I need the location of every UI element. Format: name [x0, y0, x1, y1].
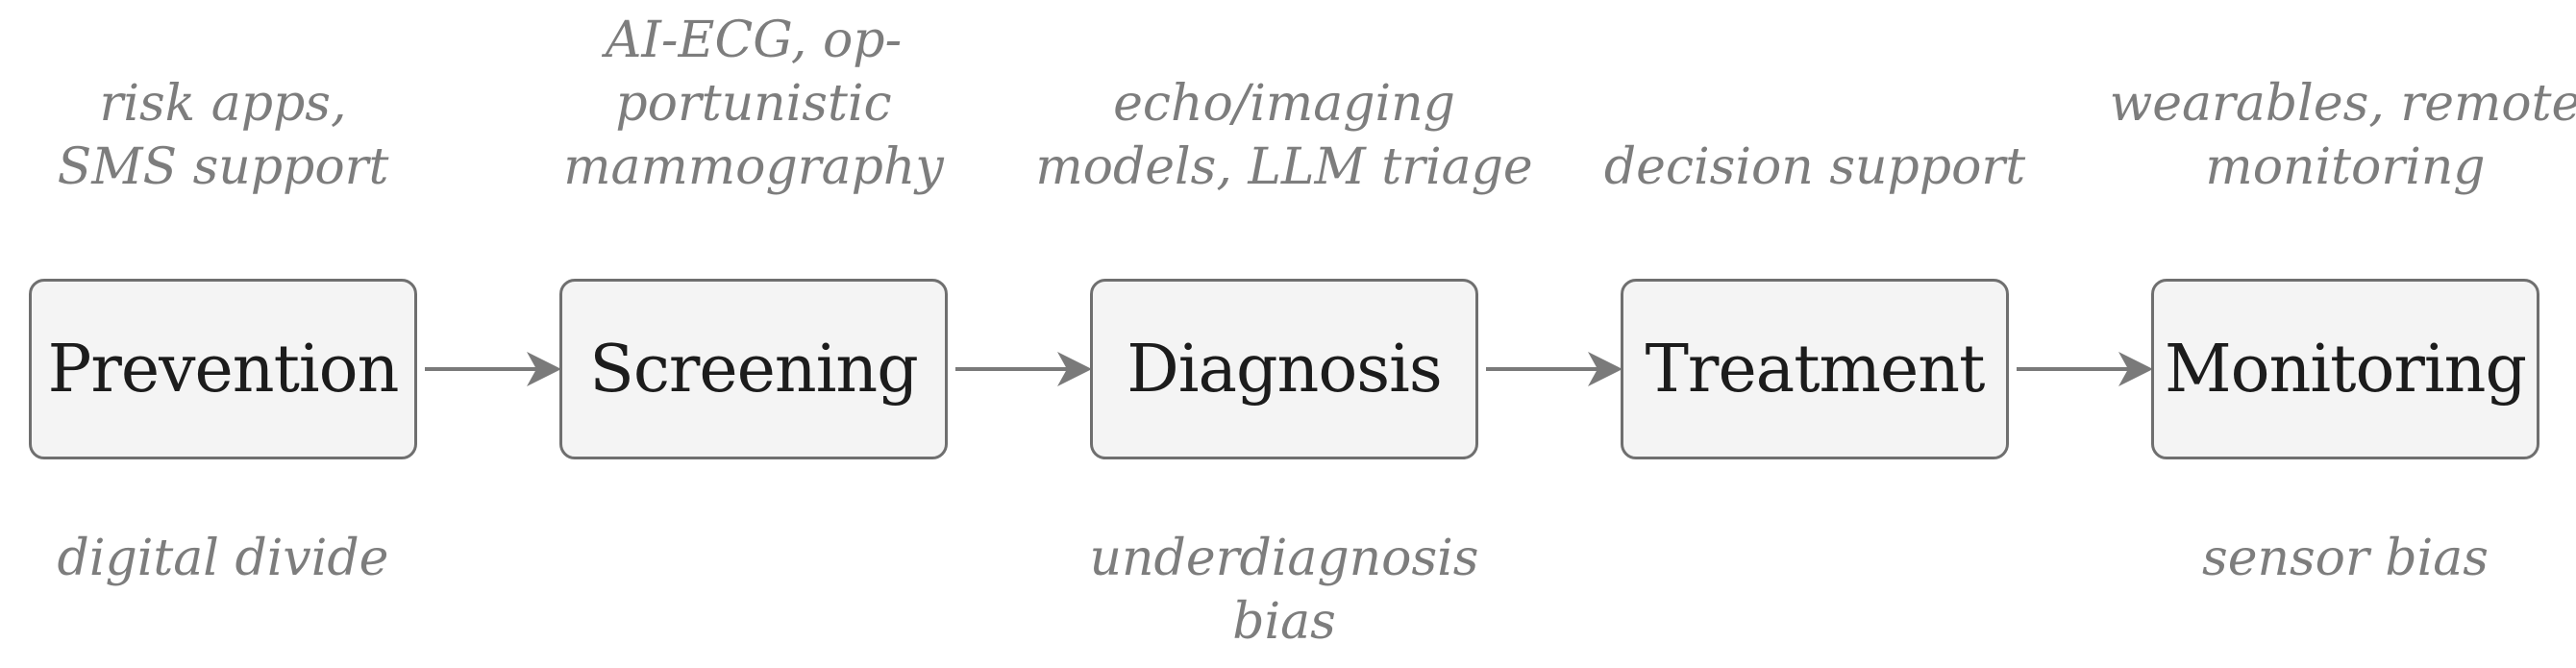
note-line: echo/imaging: [1113, 75, 1455, 133]
arrow-treatment-to-monitoring: [2017, 352, 2153, 386]
tools-note-diagnosis: echo/imaging models, LLM triage: [1015, 72, 1553, 199]
stage-box-monitoring: Monitoring: [2151, 279, 2539, 459]
note-line: digital divide: [57, 530, 389, 587]
note-line: portunistic: [615, 75, 892, 133]
tools-note-screening: AI-ECG, op- portunistic mammography: [484, 9, 1023, 199]
arrow-diagnosis-to-treatment: [1486, 352, 1622, 386]
stage-label: Treatment: [1645, 331, 1986, 408]
arrow-screening-to-diagnosis: [955, 352, 1092, 386]
stage-box-prevention: Prevention: [29, 279, 417, 459]
note-line: AI-ECG, op-: [605, 12, 903, 69]
risks-note-prevention: digital divide: [0, 527, 492, 590]
note-line: SMS support: [57, 138, 389, 196]
note-line: bias: [1232, 593, 1336, 651]
note-line: monitoring: [2205, 138, 2486, 196]
tools-note-prevention: risk apps, SMS support: [0, 72, 492, 199]
stage-label: Prevention: [47, 331, 400, 408]
stage-box-diagnosis: Diagnosis: [1090, 279, 1478, 459]
note-line: underdiagnosis: [1089, 530, 1479, 587]
stage-label: Diagnosis: [1127, 331, 1443, 408]
risks-note-diagnosis: underdiagnosis bias: [1015, 527, 1553, 654]
stage-label: Monitoring: [2165, 331, 2527, 408]
tools-note-monitoring: wearables, remote monitoring: [2076, 72, 2576, 199]
note-line: sensor bias: [2202, 530, 2489, 587]
arrow-prevention-to-screening: [425, 352, 561, 386]
stage-label: Screening: [589, 331, 919, 408]
risks-note-monitoring: sensor bias: [2076, 527, 2576, 590]
note-line: models, LLM triage: [1035, 138, 1533, 196]
stage-box-screening: Screening: [559, 279, 948, 459]
note-line: decision support: [1603, 138, 2026, 196]
stage-box-treatment: Treatment: [1621, 279, 2009, 459]
tools-note-treatment: decision support: [1546, 136, 2084, 199]
note-line: wearables, remote: [2109, 75, 2576, 133]
note-line: mammography: [563, 138, 944, 196]
note-line: risk apps,: [99, 75, 347, 133]
